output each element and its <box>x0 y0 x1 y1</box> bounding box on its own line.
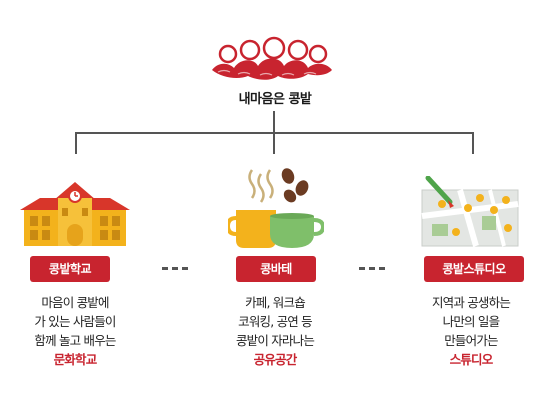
description-line: 나만의 일을 <box>442 314 500 329</box>
connector-left <box>75 132 77 154</box>
description-line: 카페, 워크숍 <box>245 295 306 310</box>
separator-dots-left <box>162 267 188 270</box>
description-line: 콩밭이 자라나는 <box>235 333 315 348</box>
description-line: 코워킹, 공연 등 <box>238 314 313 329</box>
badge-kongbat-school: 콩밭학교 <box>30 256 110 282</box>
description-highlight: 공유공간 <box>253 352 298 367</box>
description-line: 함께 놀고 배우는 <box>34 333 116 348</box>
school-building-icon <box>20 178 130 248</box>
badge-kongbat-studio: 콩밭스튜디오 <box>424 256 524 282</box>
connector-vertical-main <box>273 111 275 133</box>
map-pins-icon <box>420 175 522 248</box>
connector-right <box>472 132 474 154</box>
connector-center <box>273 132 275 154</box>
page-title: 내마음은 콩밭 <box>238 92 312 107</box>
description-line: 만들어가는 <box>444 333 498 348</box>
kongbat-cloud-logo <box>208 36 336 82</box>
description-line: 가 있는 사람들이 <box>34 314 116 329</box>
description-kongbate: 카페, 워크숍 코워킹, 공연 등 콩밭이 자라나는 공유공간 <box>200 293 350 369</box>
badge-kongbate: 콩바테 <box>236 256 316 282</box>
description-kongbat-school: 마음이 콩밭에 가 있는 사람들이 함께 놀고 배우는 문화학교 <box>0 293 150 369</box>
description-highlight: 스튜디오 <box>449 352 494 367</box>
separator-dots-right <box>359 267 385 270</box>
description-line: 지역과 공생하는 <box>431 295 511 310</box>
description-kongbat-studio: 지역과 공생하는 나만의 일을 만들어가는 스튜디오 <box>396 293 546 369</box>
coffee-cups-icon <box>225 164 326 250</box>
description-highlight: 문화학교 <box>53 352 98 367</box>
description-line: 마음이 콩밭에 <box>41 295 109 310</box>
